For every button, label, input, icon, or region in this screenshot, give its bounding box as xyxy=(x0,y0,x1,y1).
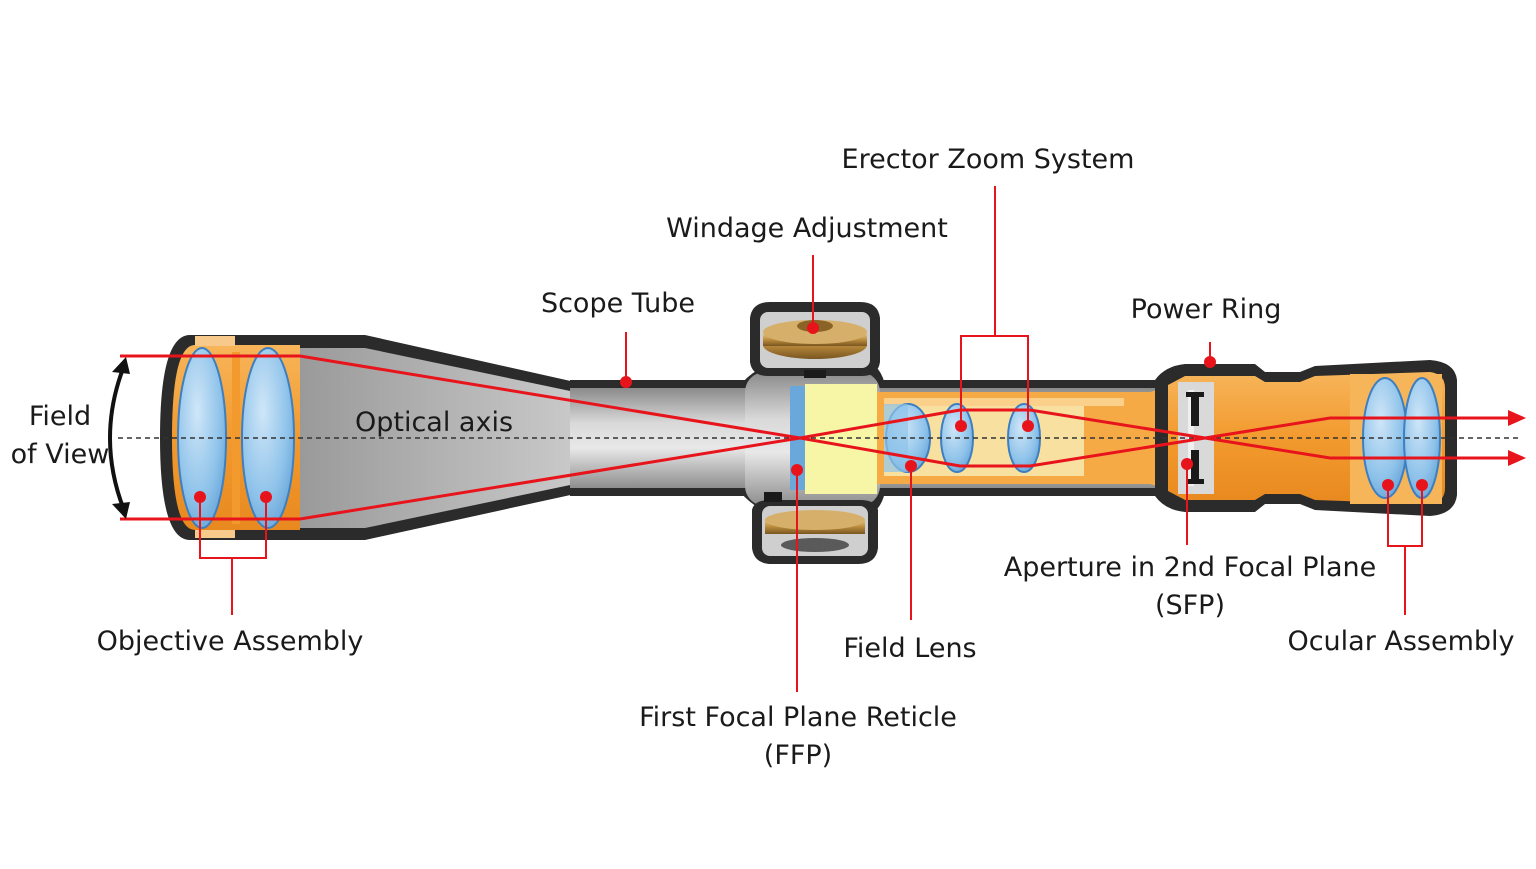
field-of-view-arrow-top xyxy=(112,357,130,374)
dot-field-lens xyxy=(905,460,917,472)
label-field-lens: Field Lens xyxy=(843,633,976,664)
dot-erector-2 xyxy=(1022,420,1034,432)
label-ffp-line2: (FFP) xyxy=(764,740,832,771)
label-scope-tube: Scope Tube xyxy=(541,288,695,319)
field-of-view-arrow-bottom xyxy=(112,502,130,519)
field-of-view-arc xyxy=(108,365,126,511)
dot-ffp xyxy=(791,464,803,476)
dot-ocular-2 xyxy=(1416,479,1428,491)
erector-highlight xyxy=(884,398,1124,406)
objective-lens-cell-top xyxy=(195,336,235,346)
elevation-knob-stem xyxy=(764,492,782,502)
label-windage-adjustment: Windage Adjustment xyxy=(666,213,948,244)
dot-scope-tube xyxy=(620,376,632,388)
label-objective-assembly: Objective Assembly xyxy=(97,626,364,657)
label-power-ring: Power Ring xyxy=(1131,294,1282,325)
label-erector-zoom-system: Erector Zoom System xyxy=(842,144,1135,175)
sfp-aperture-bottom xyxy=(1191,450,1199,484)
dot-windage xyxy=(807,322,819,334)
leader-erector-bracket xyxy=(960,335,1029,426)
dot-objective-2 xyxy=(260,491,272,503)
dot-sfp xyxy=(1181,458,1193,470)
dot-ocular-1 xyxy=(1382,479,1394,491)
sfp-aperture-top xyxy=(1191,392,1199,426)
windage-knob-stem xyxy=(804,370,826,378)
leader-lines xyxy=(199,186,1423,692)
label-field-of-view-line2: of View xyxy=(11,439,110,470)
elevation-knob-base xyxy=(781,538,849,552)
ray-arrow-upper xyxy=(1508,410,1526,426)
light-rays xyxy=(120,354,1510,521)
ray-lower xyxy=(120,416,1510,521)
dot-erector-1 xyxy=(955,420,967,432)
elevation-knob-top xyxy=(765,510,865,530)
objective-lens-cell-bottom xyxy=(195,530,235,538)
label-ocular-assembly: Ocular Assembly xyxy=(1287,626,1514,657)
marker-dots xyxy=(194,322,1428,503)
reticle-chamber xyxy=(805,384,877,494)
label-aperture-line1: Aperture in 2nd Focal Plane xyxy=(1004,552,1377,583)
ray-arrow-lower xyxy=(1508,450,1526,466)
label-field-of-view-line1: Field xyxy=(29,401,91,432)
dot-objective-1 xyxy=(194,491,206,503)
sfp-aperture-cap-top xyxy=(1186,392,1204,397)
label-optical-axis: Optical axis xyxy=(355,407,513,438)
dot-power-ring xyxy=(1204,356,1216,368)
label-aperture-line2: (SFP) xyxy=(1155,590,1225,621)
ray-upper xyxy=(120,354,1510,460)
sfp-aperture-cap-bottom xyxy=(1186,479,1204,484)
label-ffp-line1: First Focal Plane Reticle xyxy=(639,702,957,733)
